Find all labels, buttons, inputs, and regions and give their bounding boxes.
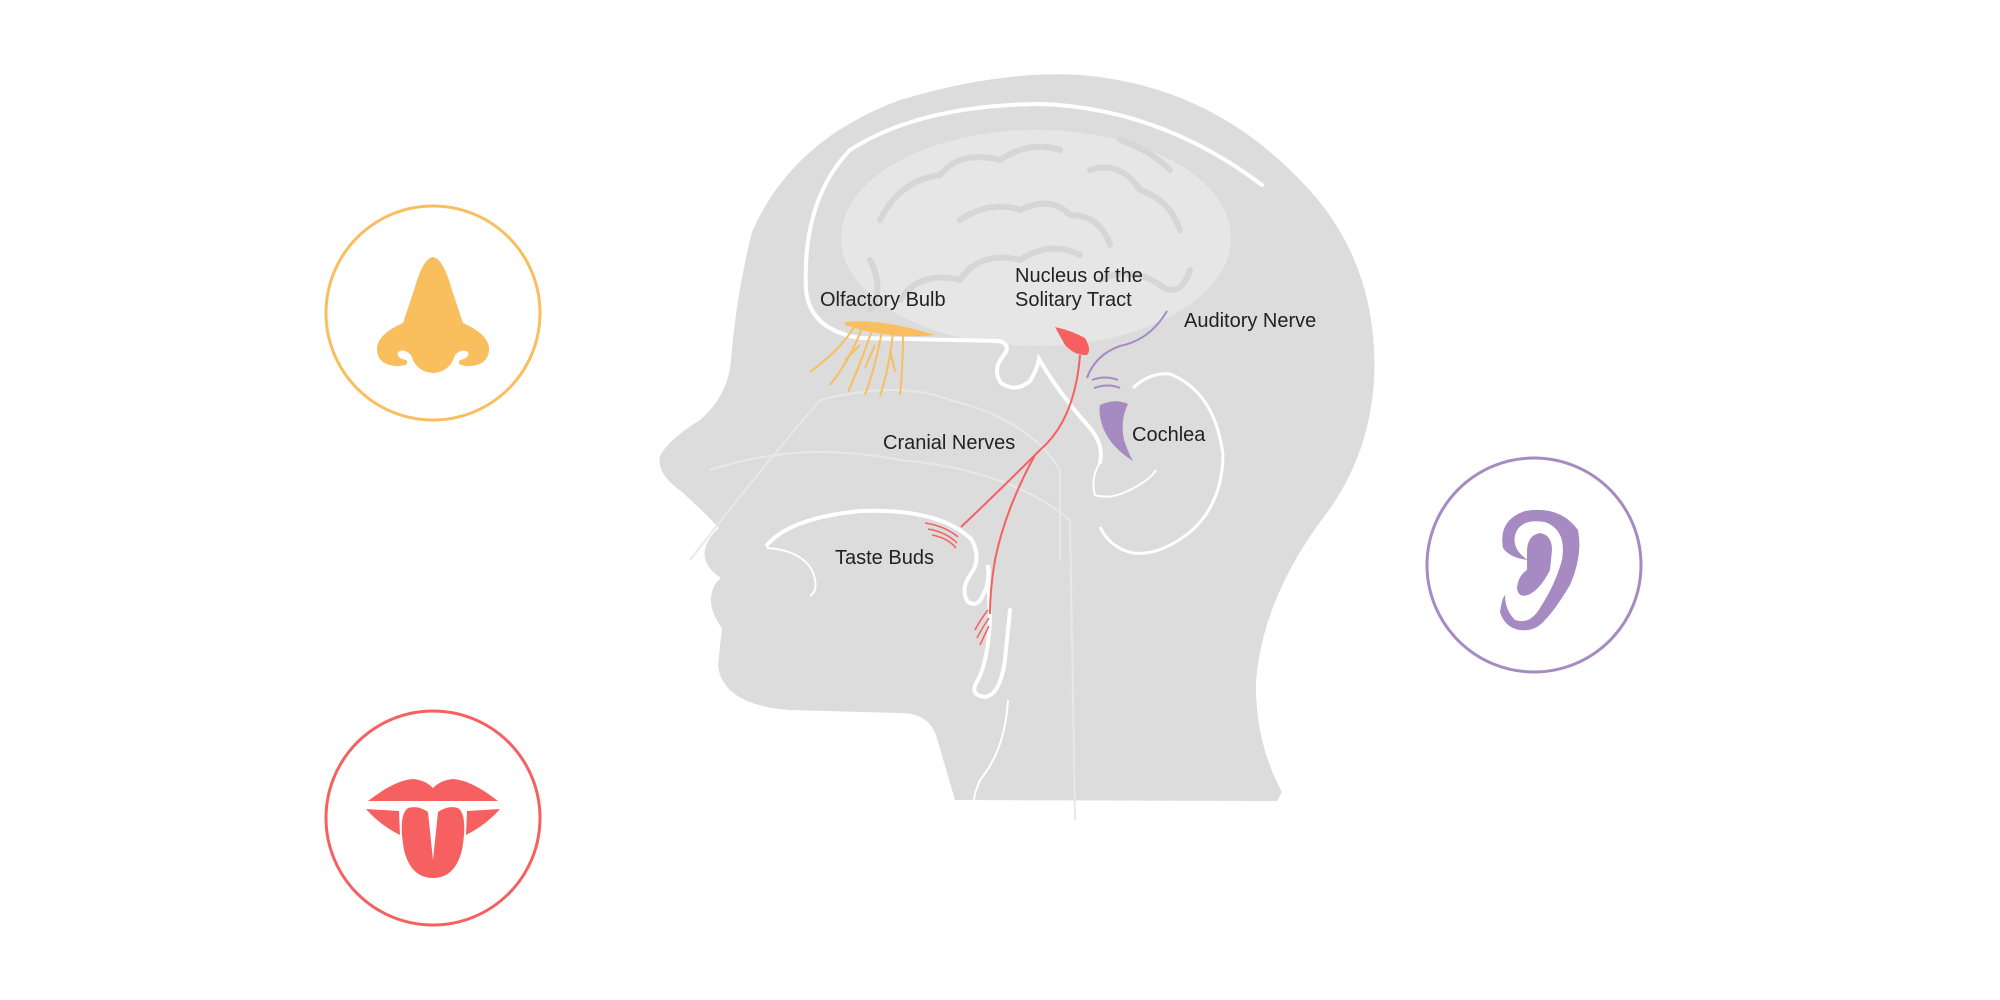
taste-icon-badge <box>324 709 542 927</box>
label-nucleus-line2: Solitary Tract <box>1015 289 1132 311</box>
label-cochlea: Cochlea <box>1132 424 1206 446</box>
label-auditory-nerve: Auditory Nerve <box>1184 310 1316 332</box>
olfactory-fibers <box>809 325 904 397</box>
nose-icon <box>376 257 490 373</box>
taste-buds-marks <box>924 522 990 646</box>
hearing-icon-badge <box>1425 456 1643 674</box>
skull-outline <box>803 101 1264 464</box>
outer-ear-outline <box>1098 372 1225 555</box>
auditory-nerve <box>1086 310 1168 389</box>
brain <box>841 130 1231 346</box>
label-cranial-nerves: Cranial Nerves <box>883 432 1015 454</box>
cochlea <box>1099 401 1133 461</box>
olfactory-bulb <box>845 321 935 337</box>
label-olfactory-bulb: Olfactory Bulb <box>820 289 946 311</box>
nucleus-solitary-tract <box>1055 327 1090 356</box>
tongue-palate-outline <box>765 508 1012 700</box>
smell-icon-badge <box>324 204 542 422</box>
tongue-icon <box>366 779 500 878</box>
ear-icon <box>1500 509 1580 631</box>
label-nucleus-line1: Nucleus of the <box>1015 265 1143 287</box>
label-taste-buds: Taste Buds <box>835 547 934 569</box>
brain-folds <box>867 137 1193 313</box>
cranial-nerves <box>960 354 1081 615</box>
